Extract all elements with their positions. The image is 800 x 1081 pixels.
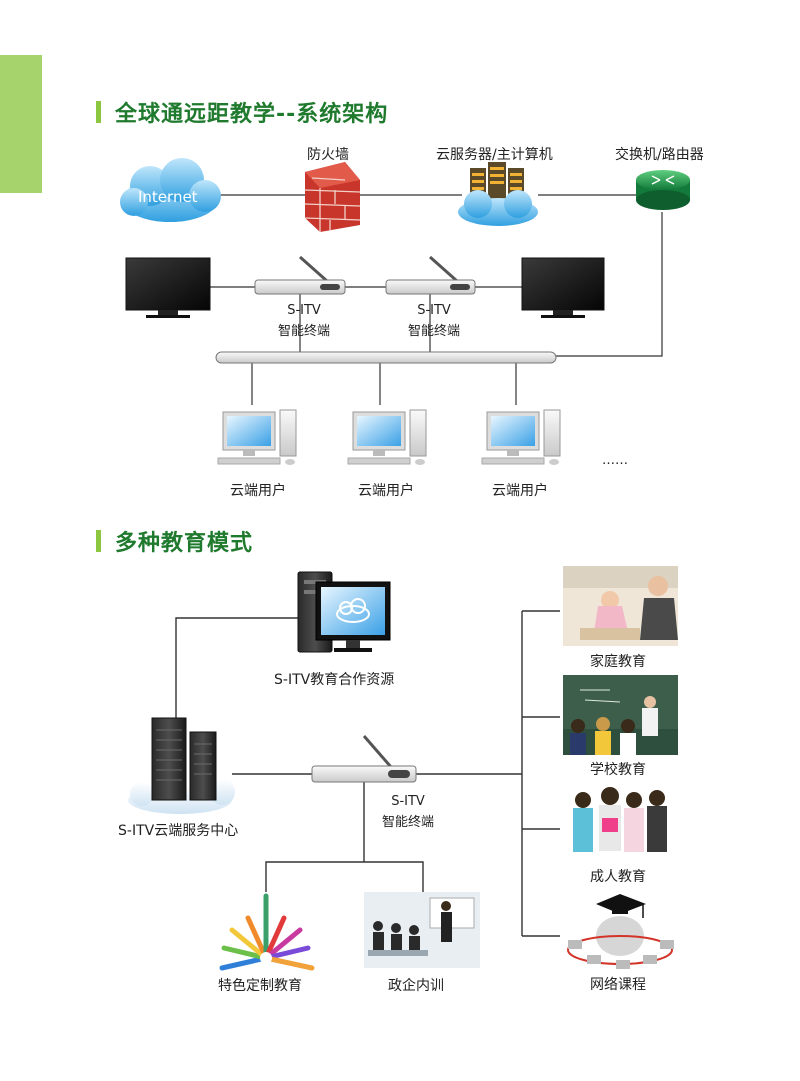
terminal-line2: 智能终端 — [381, 815, 434, 830]
section2-title: 多种教育模式 — [115, 531, 254, 556]
section2-lines — [175, 610, 560, 937]
service-center-label: S-ITV云端服务中心 — [118, 823, 239, 839]
cloud-server-label: 云服务器/主计算机 — [436, 147, 553, 163]
online-course-photo — [563, 890, 678, 970]
cloud-user-label: 云端用户 — [358, 483, 414, 499]
resource-label: S-ITV教育合作资源 — [274, 672, 395, 688]
school-education-photo — [563, 675, 678, 755]
terminal-b-line1: S-ITV — [417, 303, 451, 318]
more-users-ellipsis: …… — [602, 453, 628, 468]
section1-heading: 全球通远距教学--系统架构 — [96, 96, 388, 128]
terminal-a-line2: 智能终端 — [277, 324, 330, 339]
tv-monitor-icon — [125, 257, 211, 318]
corporate-training-photo — [364, 892, 480, 968]
desktop-pc-icon — [481, 409, 561, 465]
switch-router-label: 交换机/路由器 — [615, 147, 704, 163]
sitv-terminal-icon — [311, 735, 417, 783]
resource-server-icon — [297, 571, 391, 653]
cloud-user-label: 云端用户 — [492, 483, 548, 499]
tv-monitor-icon — [521, 257, 605, 318]
internet-cloud-icon — [120, 158, 221, 222]
terminal-line1: S-ITV — [391, 794, 425, 809]
firewall-label: 防火墙 — [307, 147, 349, 163]
section1-lines — [210, 194, 663, 405]
mode-custom-label: 特色定制教育 — [218, 978, 302, 994]
mode-corporate-label: 政企内训 — [388, 978, 444, 994]
sitv-terminal-icon — [254, 255, 346, 295]
firewall-icon — [304, 162, 361, 232]
section2-heading: 多种教育模式 — [96, 525, 253, 557]
adult-education-photo — [563, 782, 678, 862]
heading-bar — [96, 101, 101, 123]
custom-education-photo — [214, 892, 318, 971]
cloud-user-label: 云端用户 — [230, 483, 286, 499]
network-bus — [215, 351, 557, 364]
mode-online-label: 网络课程 — [590, 977, 646, 993]
family-education-photo — [563, 566, 678, 646]
cloud-server-icon — [458, 162, 538, 226]
section1-title: 全球通远距教学--系统架构 — [115, 102, 389, 127]
desktop-pc-icon — [347, 409, 427, 465]
side-tab — [0, 55, 42, 193]
switch-router-icon — [636, 170, 690, 210]
mode-adult-label: 成人教育 — [590, 869, 646, 885]
heading-bar — [96, 530, 101, 552]
mode-family-label: 家庭教育 — [590, 654, 646, 670]
terminal-b-line2: 智能终端 — [407, 324, 460, 339]
desktop-pc-icon — [217, 409, 297, 465]
cloud-service-center-icon — [128, 717, 235, 814]
mode-school-label: 学校教育 — [590, 762, 646, 778]
internet-label: Internet — [138, 188, 198, 206]
sitv-terminal-icon — [385, 255, 476, 295]
terminal-a-line1: S-ITV — [287, 303, 321, 318]
